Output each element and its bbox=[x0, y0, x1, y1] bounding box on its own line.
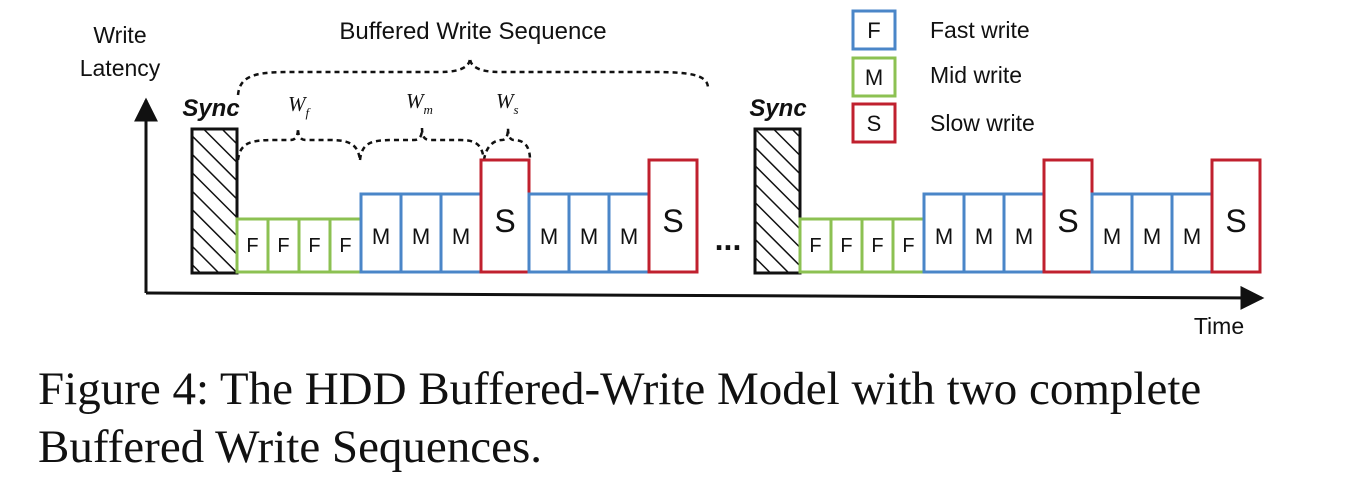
mid-write-letter: M bbox=[412, 224, 430, 249]
legend-slow-letter: S bbox=[867, 111, 882, 136]
window-label-mid: Wm bbox=[406, 89, 433, 117]
fast-write-letter: F bbox=[277, 235, 289, 257]
legend-fast-swatch bbox=[851, 9, 897, 51]
legend-fast-letter: F bbox=[867, 18, 880, 43]
y-axis-label-line2: Latency bbox=[80, 55, 161, 81]
y-axis-label-line1: Write bbox=[93, 22, 146, 48]
fast-write-block bbox=[297, 217, 332, 274]
sync-label-2: Sync bbox=[749, 95, 806, 122]
mid-write-letter: M bbox=[935, 224, 953, 249]
legend-mid-letter: M bbox=[865, 65, 883, 90]
slow-write-letter: S bbox=[662, 203, 683, 239]
mid-write-block bbox=[1002, 192, 1046, 274]
window-label-slow: Ws bbox=[496, 89, 519, 117]
sync-block-1 bbox=[190, 127, 239, 275]
window-label-fast: Wf bbox=[288, 92, 312, 120]
mid-write-letter: M bbox=[1183, 224, 1201, 249]
mid-write-block bbox=[607, 192, 651, 274]
slow-write-letter: S bbox=[494, 203, 515, 239]
window-brace-mid bbox=[358, 127, 486, 161]
legend-slow-label: Slow write bbox=[930, 110, 1035, 136]
mid-write-letter: M bbox=[540, 224, 558, 249]
window-brace-slow bbox=[482, 127, 532, 161]
legend-mid-swatch bbox=[851, 56, 897, 98]
legend-mid-label: Mid write bbox=[930, 62, 1022, 88]
caption-line-1: Figure 4: The HDD Buffered-Write Model w… bbox=[38, 363, 1202, 415]
mid-write-block bbox=[922, 192, 966, 274]
mid-write-letter: M bbox=[620, 224, 638, 249]
legend-fast-label: Fast write bbox=[930, 17, 1030, 43]
buffered-write-diagram: Write Latency Time Buffered Write Sequen… bbox=[80, 9, 1265, 339]
fast-write-letter: F bbox=[902, 235, 914, 257]
mid-write-letter: M bbox=[372, 224, 390, 249]
mid-write-letter: M bbox=[1143, 224, 1161, 249]
mid-write-letter: M bbox=[580, 224, 598, 249]
mid-write-letter: M bbox=[1015, 224, 1033, 249]
fast-write-block bbox=[829, 217, 864, 274]
figure-caption: Figure 4: The HDD Buffered-Write Model w… bbox=[38, 360, 1338, 476]
fast-write-block bbox=[860, 217, 895, 274]
fast-write-block bbox=[891, 217, 926, 274]
fast-write-letter: F bbox=[809, 235, 821, 257]
fast-write-letter: F bbox=[840, 235, 852, 257]
x-axis bbox=[145, 285, 1265, 310]
mid-write-block bbox=[1090, 192, 1134, 274]
slow-write-block bbox=[1210, 158, 1262, 274]
ellipsis: ... bbox=[715, 221, 742, 257]
sync-label-1: Sync bbox=[182, 95, 239, 122]
fast-write-letter: F bbox=[871, 235, 883, 257]
sync-block-2 bbox=[753, 127, 802, 275]
slow-write-block bbox=[647, 158, 699, 274]
window-brace-fast bbox=[236, 127, 362, 161]
fast-write-letter: F bbox=[308, 235, 320, 257]
legend: F Fast write M Mid write S Slow write bbox=[851, 9, 1035, 144]
mid-write-block bbox=[1170, 192, 1214, 274]
caption-line-2: Buffered Write Sequences. bbox=[38, 421, 543, 473]
mid-write-letter: M bbox=[452, 224, 470, 249]
legend-slow-swatch bbox=[851, 102, 897, 144]
mid-write-letter: M bbox=[1103, 224, 1121, 249]
slow-write-block bbox=[1042, 158, 1094, 274]
sequence-label: Buffered Write Sequence bbox=[339, 18, 606, 45]
slow-write-letter: S bbox=[1057, 203, 1078, 239]
mid-write-letter: M bbox=[975, 224, 993, 249]
slow-write-letter: S bbox=[1225, 203, 1246, 239]
x-axis-label: Time bbox=[1194, 313, 1244, 339]
fast-write-letter: F bbox=[246, 235, 258, 257]
sequence-brace bbox=[236, 57, 710, 96]
fast-write-letter: F bbox=[339, 235, 351, 257]
